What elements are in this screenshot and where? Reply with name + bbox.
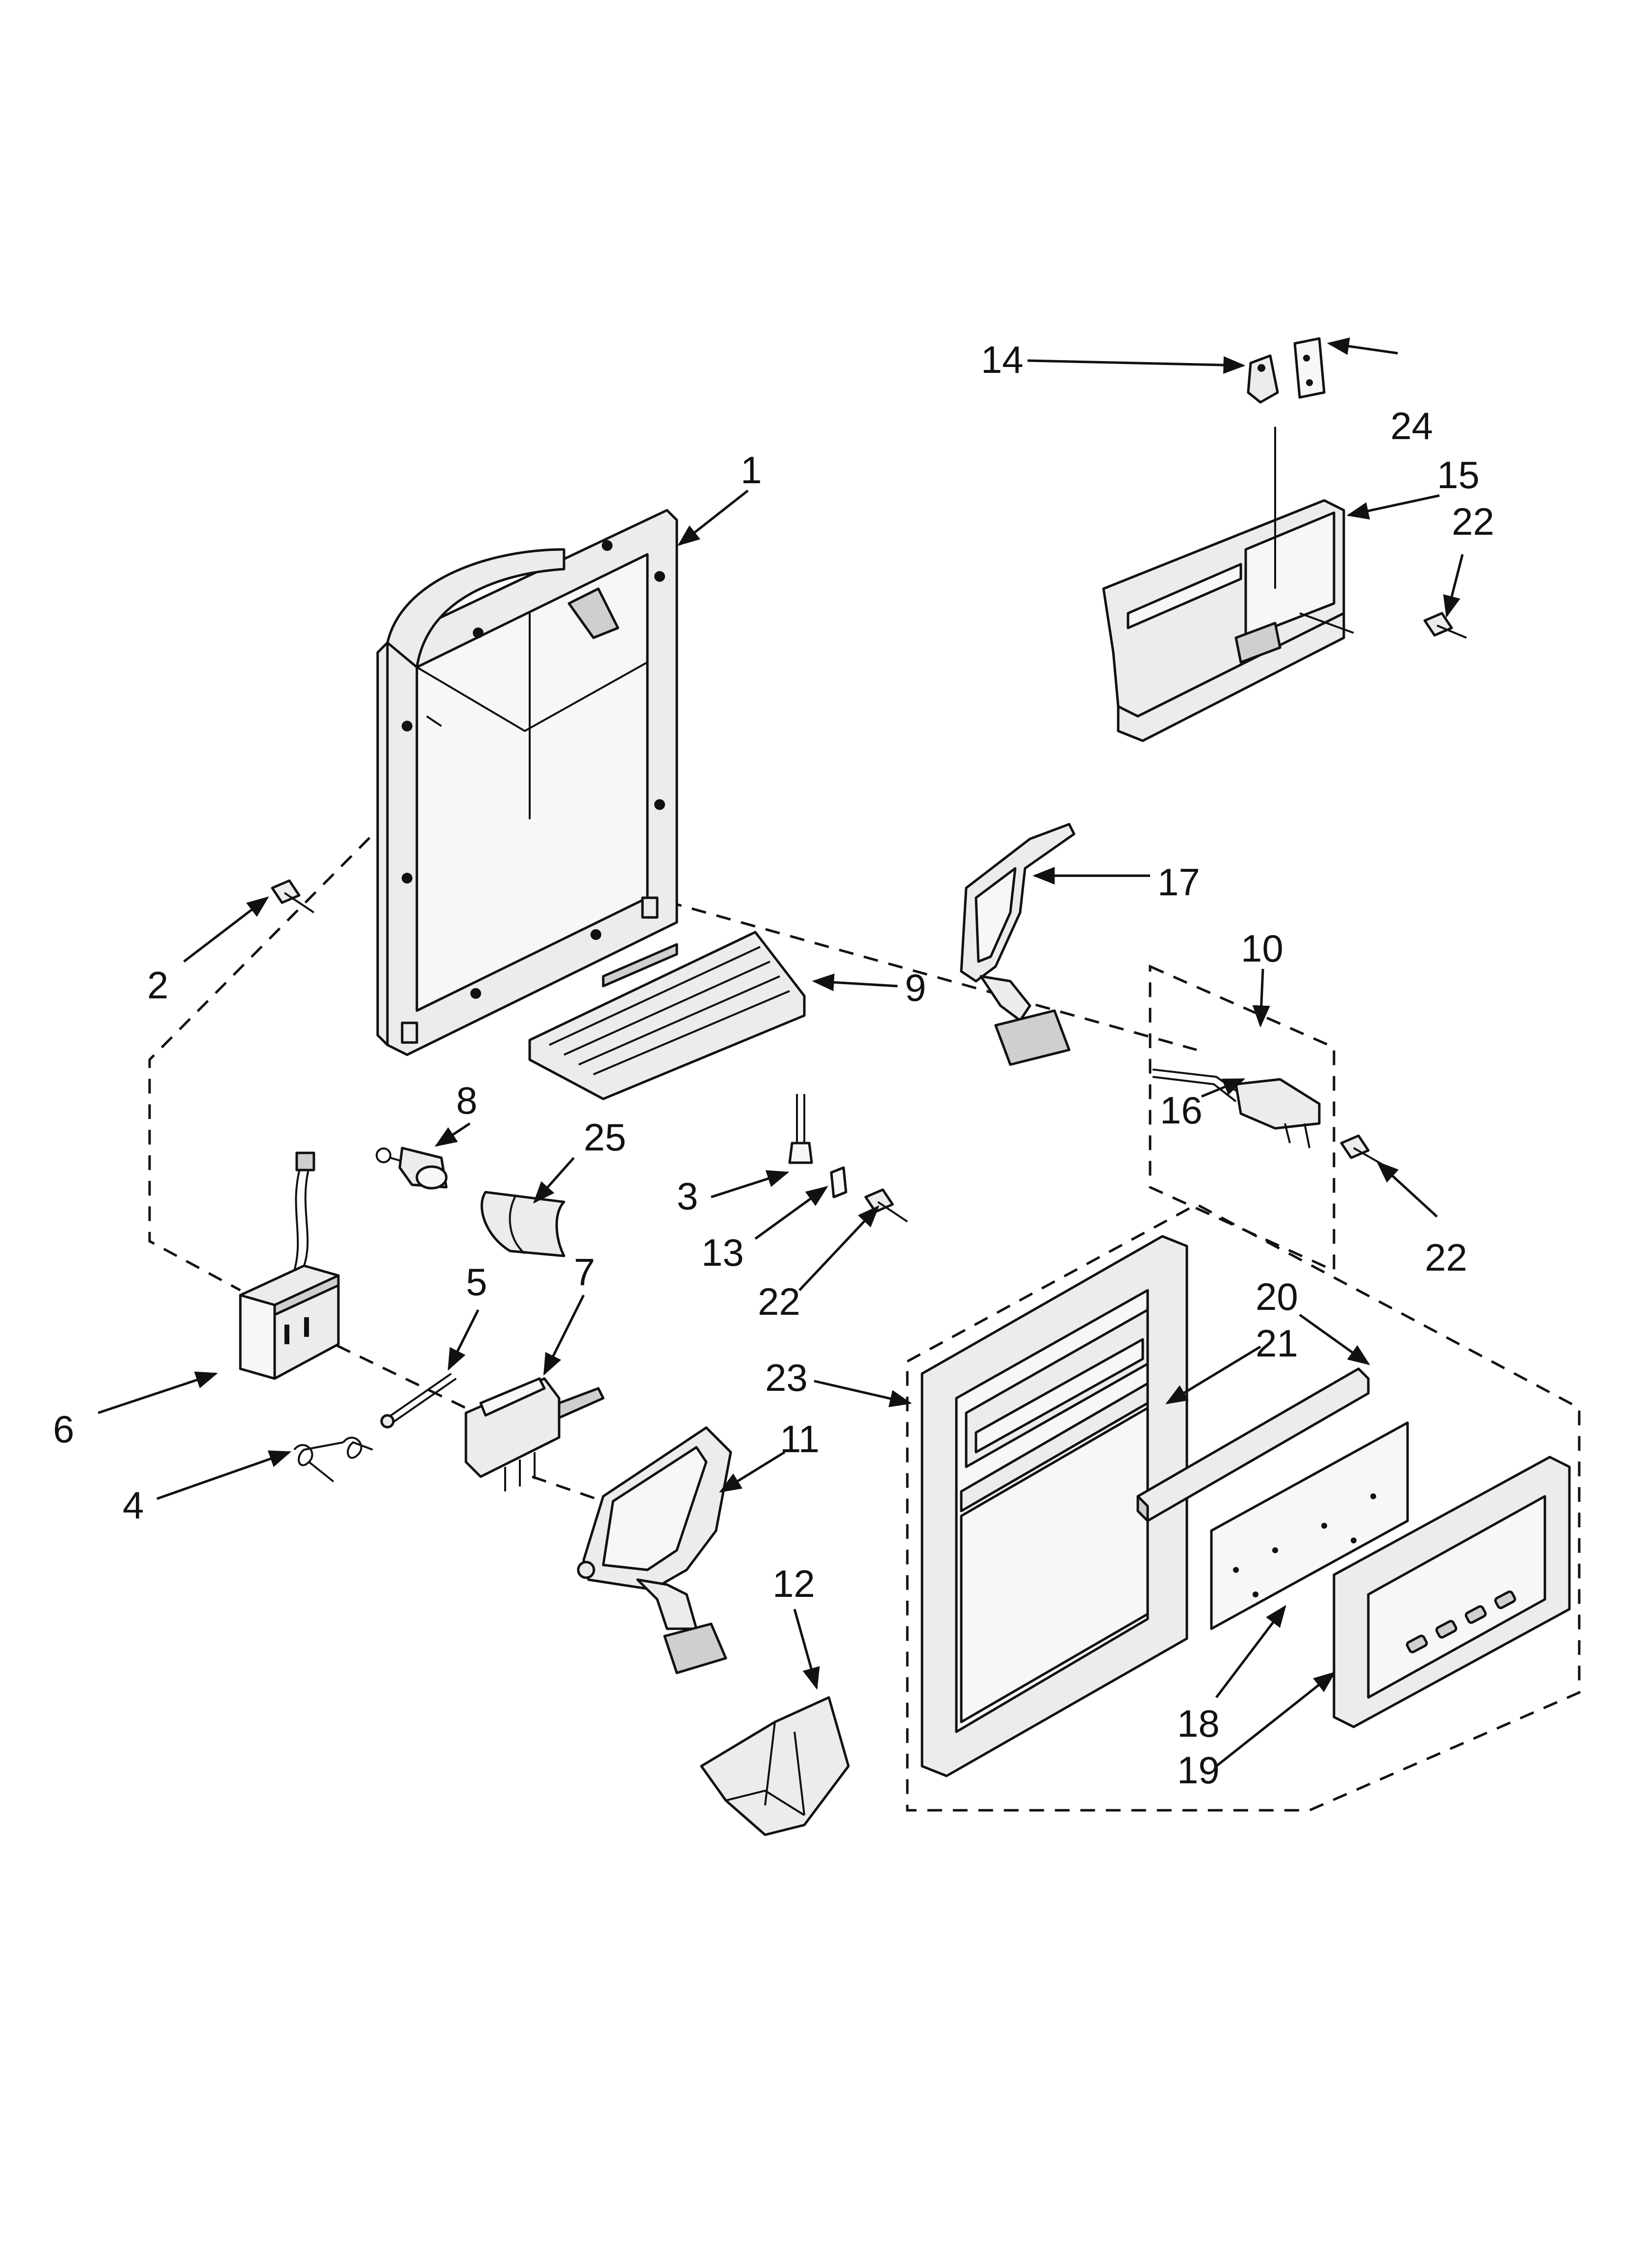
- callout-5: 5: [466, 1260, 487, 1303]
- callout-8: 8: [456, 1079, 477, 1122]
- switch-bracket: [1102, 427, 1354, 742]
- group-outlines: [148, 764, 1581, 1812]
- ice-lever: [577, 1426, 732, 1674]
- control-module: [239, 1151, 340, 1380]
- callout-7: 7: [574, 1251, 595, 1294]
- callout-20: 20: [1256, 1275, 1298, 1318]
- torsion-spring: [293, 1436, 373, 1483]
- screws: [271, 612, 1467, 1223]
- pivot-pin: [380, 1373, 457, 1429]
- callout-3: 3: [677, 1174, 698, 1218]
- callout-15: 15: [1437, 453, 1480, 496]
- callout-2: 2: [147, 964, 168, 1007]
- callout-14: 14: [981, 338, 1024, 381]
- callout-22-middle: 22: [758, 1280, 800, 1323]
- water-lever: [960, 823, 1076, 1066]
- callout-10: 10: [1241, 927, 1283, 970]
- callout-19: 19: [1177, 1748, 1220, 1792]
- water-actuator-arm: [1152, 1069, 1321, 1148]
- leader-lines: [98, 337, 1464, 1767]
- trim-strip: [1136, 1367, 1370, 1522]
- actuator-bracket: [464, 1377, 605, 1491]
- solenoid-cover: [480, 1191, 565, 1257]
- callout-1: 1: [741, 448, 762, 492]
- callout-4: 4: [123, 1484, 144, 1527]
- dispenser-front-frame: [921, 1235, 1188, 1777]
- control-board: [1210, 1421, 1409, 1630]
- callout-labels: 1 2 3 4 5 6 7 8 9 10 11 12 13 14 15 16 1…: [53, 338, 1494, 1792]
- callout-18: 18: [1177, 1702, 1220, 1745]
- callout-12: 12: [772, 1562, 815, 1605]
- micro-switch: [1247, 354, 1279, 404]
- callout-24: 24: [1390, 404, 1433, 447]
- control-panel-cover: [1333, 1456, 1571, 1728]
- callout-16: 16: [1160, 1089, 1203, 1132]
- callout-22-right: 22: [1425, 1236, 1467, 1279]
- spring-clip: [788, 1094, 847, 1199]
- ice-chute: [700, 1696, 850, 1836]
- callout-23: 23: [765, 1356, 808, 1399]
- callout-21: 21: [1256, 1322, 1298, 1365]
- callout-11: 11: [780, 1417, 820, 1460]
- drip-tray: [528, 931, 806, 1100]
- callout-13: 13: [701, 1231, 744, 1274]
- dispenser-housing: [376, 509, 678, 1056]
- callout-25: 25: [584, 1116, 626, 1159]
- callout-17: 17: [1157, 860, 1200, 904]
- callout-6: 6: [53, 1408, 74, 1451]
- switch-insulator: [1293, 337, 1326, 399]
- solenoid: [376, 1147, 448, 1190]
- callout-22-top: 22: [1452, 500, 1494, 543]
- callout-9: 9: [905, 966, 926, 1009]
